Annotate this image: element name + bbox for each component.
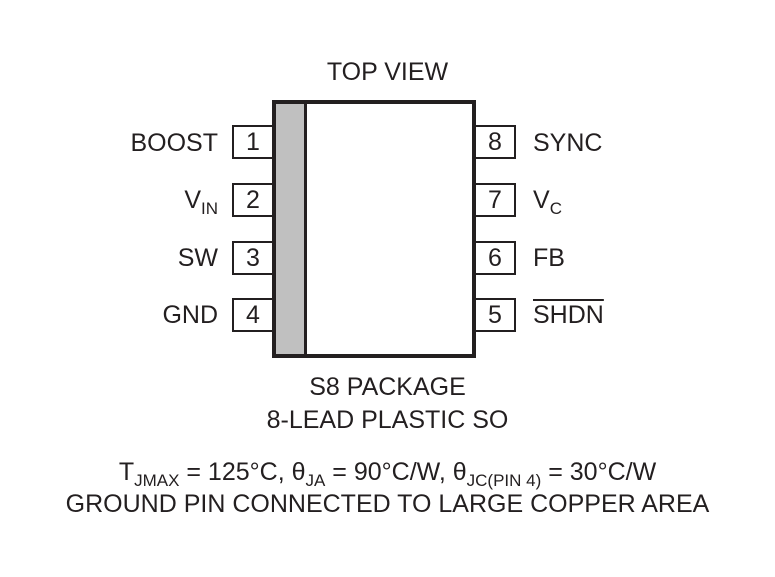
package-name: S8 PACKAGE <box>309 373 466 401</box>
pin-2-box: 2 <box>232 183 274 217</box>
pin-6-label: FB <box>533 244 565 272</box>
pin-4-label: GND <box>162 301 218 329</box>
diagram-title: TOP VIEW <box>326 58 449 86</box>
pin-7-label: VC <box>533 186 562 218</box>
pin-3-label: SW <box>177 244 218 272</box>
thermal-specs: TJMAX = 125°C, θJA = 90°C/W, θJC(PIN 4) … <box>118 458 657 490</box>
pin-5-label: SHDN <box>533 301 604 329</box>
pin-7-box: 7 <box>474 183 516 217</box>
ic-ground-tab-stripe <box>276 104 307 354</box>
package-description: 8-LEAD PLASTIC SO <box>266 406 509 434</box>
pin-3-box: 3 <box>232 241 274 275</box>
ground-pin-note: GROUND PIN CONNECTED TO LARGE COPPER ARE… <box>65 490 710 518</box>
pin-8-box: 8 <box>474 125 516 159</box>
pin-1-label: BOOST <box>130 129 218 157</box>
pin-1-box: 1 <box>232 125 274 159</box>
pin-6-box: 6 <box>474 241 516 275</box>
pin-4-box: 4 <box>232 298 274 332</box>
pin-5-box: 5 <box>474 298 516 332</box>
pin-8-label: SYNC <box>533 129 603 157</box>
pin-2-label: VIN <box>184 186 218 218</box>
ic-package-body <box>272 100 476 358</box>
